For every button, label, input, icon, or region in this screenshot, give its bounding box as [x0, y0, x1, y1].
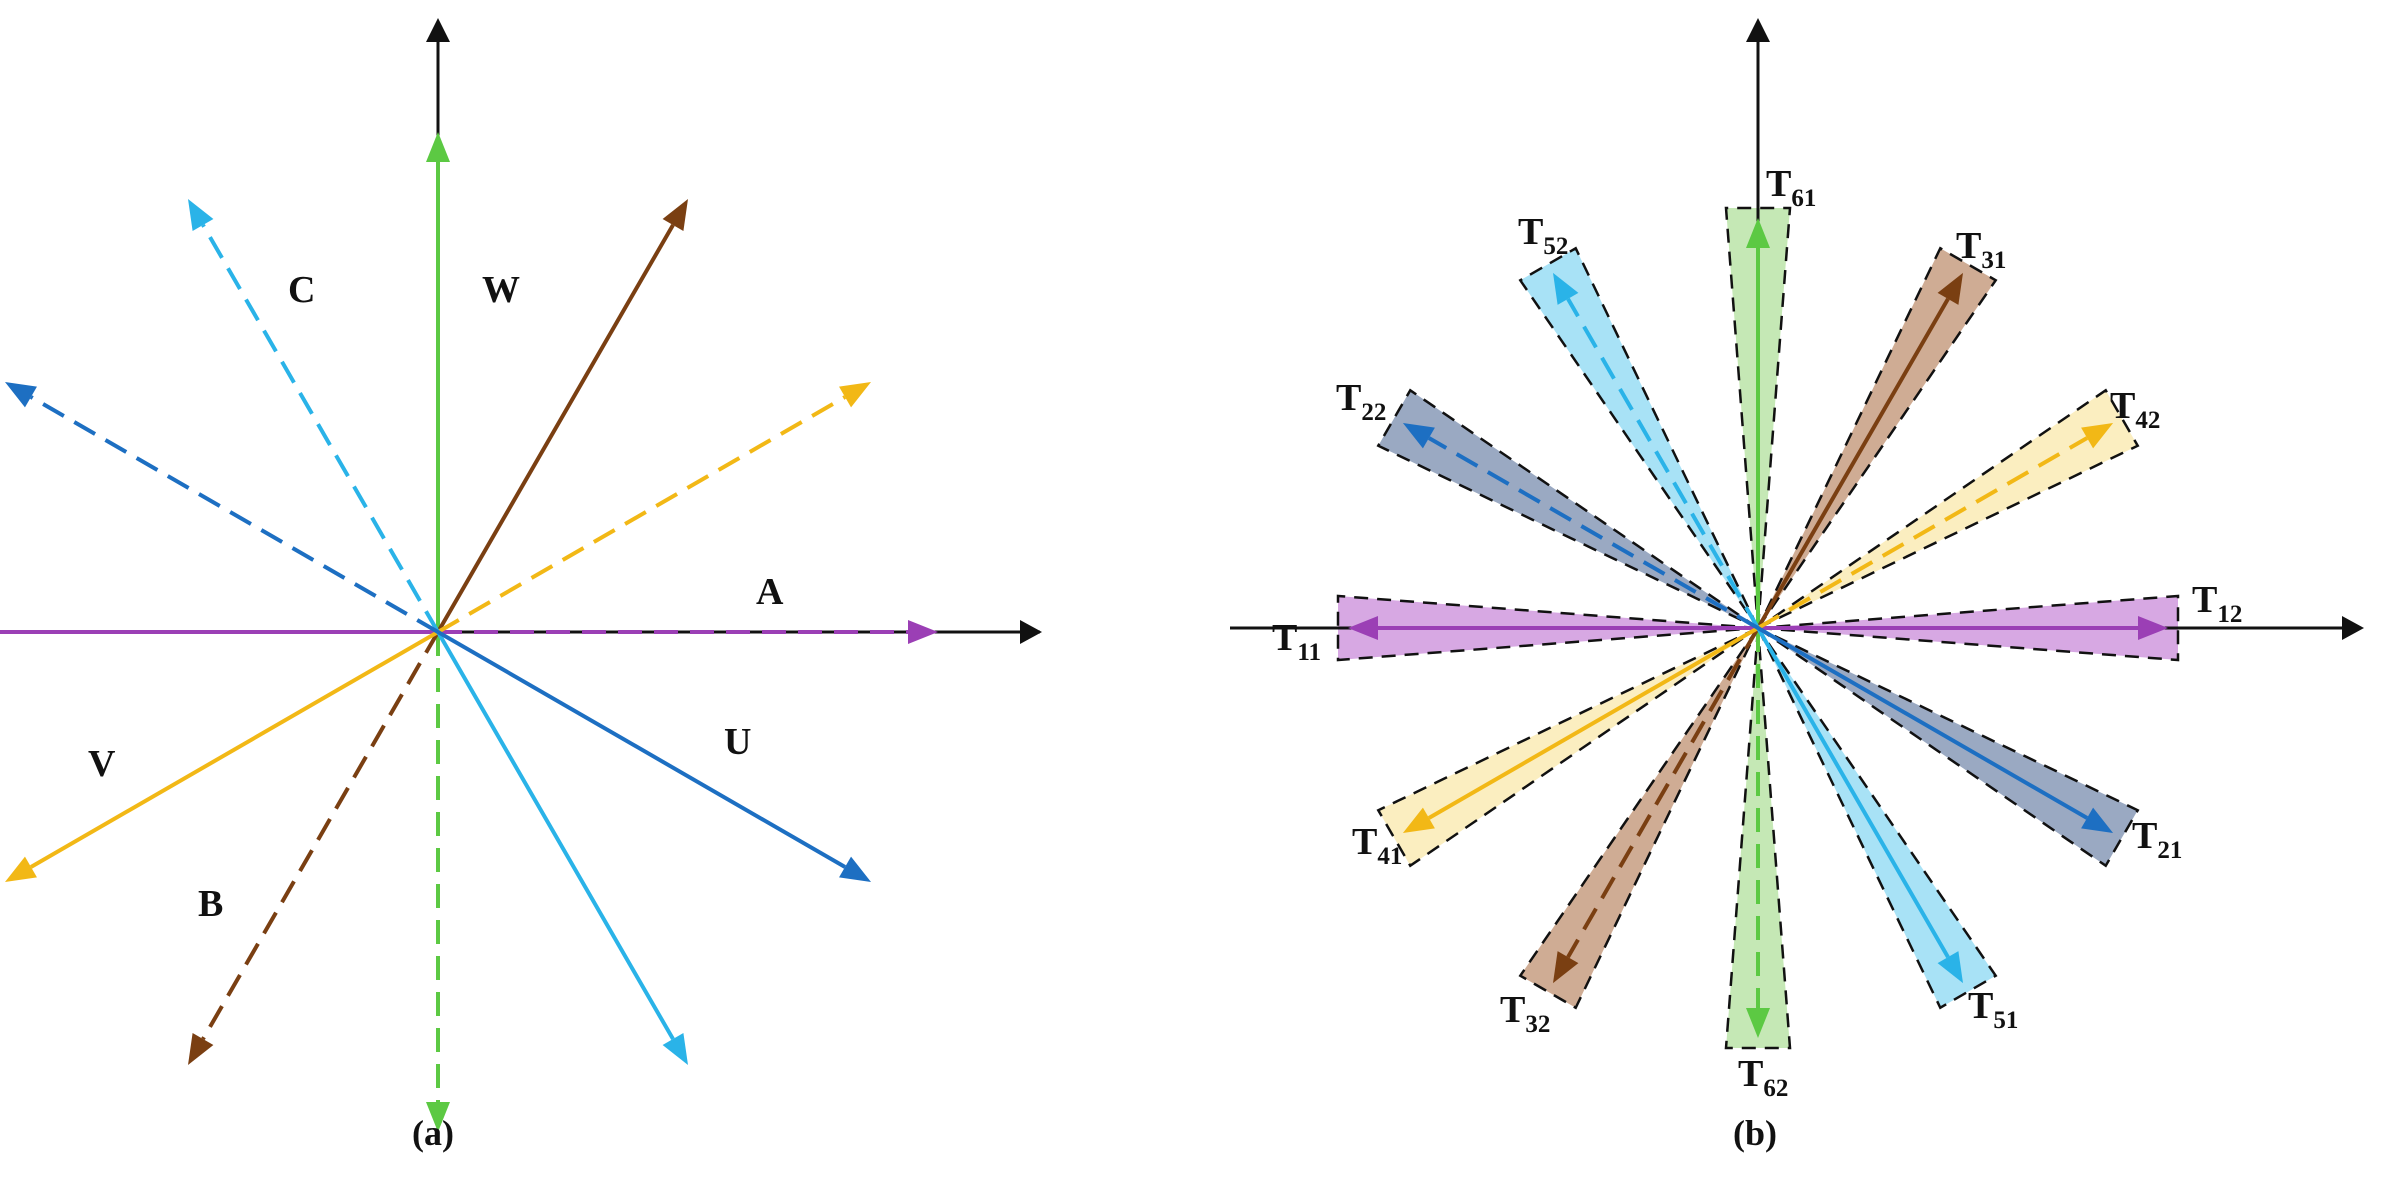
panel-b-sectors — [1336, 206, 2180, 1050]
panel-a-w-dashed-arrowhead — [426, 1102, 450, 1132]
label-t31: T31 — [1956, 225, 2006, 274]
vector-t41-vector-line — [1427, 626, 1760, 820]
panel-a-blue-dashed-vector-line — [29, 395, 439, 634]
panel-a-c-arrowhead — [188, 198, 214, 231]
panel-a-x-axis-arrowhead — [1020, 620, 1042, 644]
label-t22: T22 — [1336, 377, 1386, 426]
label-t61: T61 — [1766, 163, 1816, 212]
panel-b-x-axis-arrowhead — [2342, 616, 2364, 640]
label-t32: T32 — [1500, 989, 1550, 1038]
panel-b-vectors — [1348, 218, 2168, 1038]
label-t52: T52 — [1518, 211, 1568, 260]
panel-a-y-axis-arrowhead — [426, 18, 450, 42]
panel-a-yellow-dashed-arrowhead — [839, 382, 872, 408]
label-t62: T62 — [1738, 1053, 1788, 1102]
label-a: A — [756, 571, 784, 613]
label-t42: T42 — [2110, 385, 2160, 434]
panel-a-v-vector-line — [29, 630, 439, 869]
panel-a-a-arrowhead — [908, 620, 938, 644]
label-t41: T41 — [1352, 821, 1402, 870]
panel-a-u-vector-line — [436, 630, 847, 869]
label-v: V — [88, 743, 116, 785]
vector-t31-arrowhead — [1937, 272, 1963, 305]
panel-a-cyan-solid-arrowhead — [662, 1033, 688, 1066]
panel-a-cyan-solid-vector-line — [436, 631, 675, 1041]
sector-t42 — [1757, 388, 2140, 630]
panel-a-brown-solid-arrowhead — [662, 198, 688, 231]
panel-a-w-arrowhead — [426, 132, 450, 162]
vector-t32-vector-line — [1566, 627, 1760, 959]
sector-t32 — [1518, 627, 1760, 1010]
panel-a-c-vector-line — [201, 223, 440, 634]
vector-t52-vector-line — [1566, 297, 1760, 629]
label-b: B — [198, 883, 223, 925]
sector-t21 — [1757, 626, 2140, 868]
vector-t31-vector-line — [1756, 297, 1950, 629]
vector-t51-vector-line — [1756, 627, 1950, 959]
sector-t31 — [1756, 246, 1998, 629]
panel-b-caption: (b) — [1733, 1113, 1777, 1153]
vector-t42-arrowhead — [2081, 423, 2114, 449]
vector-t22-vector-line — [1427, 436, 1760, 630]
panel-a-caption: (a) — [412, 1113, 454, 1153]
panel-a-vectors — [0, 132, 938, 1132]
vector-t52-arrowhead — [1553, 272, 1579, 305]
label-c: C — [288, 269, 315, 311]
vector-t21-vector-line — [1756, 626, 2089, 820]
panel-a-b-arrowhead — [188, 1033, 214, 1066]
label-t11: T11 — [1272, 617, 1321, 666]
panel-a: A W B V C U (a) — [0, 18, 1042, 1153]
vector-t42-vector-line — [1756, 436, 2089, 630]
sector-t52 — [1518, 246, 1760, 629]
sector-t62 — [1724, 627, 1792, 1050]
panel-a-blue-dashed-arrowhead — [4, 382, 37, 408]
vector-t51-arrowhead — [1937, 951, 1963, 984]
vector-t12-arrowhead — [2138, 616, 2168, 640]
label-t12: T12 — [2192, 579, 2242, 628]
label-w: W — [482, 269, 520, 311]
panel-a-labels: A W B V C U — [88, 269, 784, 925]
panel-b: T12 T11 T61 T62 T31 T32 T42 T41 T52 T51 … — [1230, 18, 2364, 1153]
panel-a-v-arrowhead — [4, 856, 37, 882]
panel-a-brown-solid-vector-line — [436, 223, 675, 634]
vector-t61-arrowhead — [1746, 218, 1770, 248]
vector-t21-arrowhead — [2081, 807, 2114, 833]
vector-t41-arrowhead — [1402, 807, 1435, 833]
vector-t22-arrowhead — [1402, 423, 1435, 449]
panel-b-y-axis-arrowhead — [1746, 18, 1770, 42]
label-u: U — [724, 721, 751, 763]
panel-b-labels: T12 T11 T61 T62 T31 T32 T42 T41 T52 T51 … — [1272, 163, 2242, 1102]
vector-t32-arrowhead — [1553, 951, 1579, 984]
vector-t11-arrowhead — [1348, 616, 1378, 640]
sector-t22 — [1376, 388, 1759, 630]
label-t21: T21 — [2132, 815, 2182, 864]
panel-a-yellow-dashed-vector-line — [436, 395, 847, 634]
panel-a-b-vector-line — [201, 631, 440, 1041]
sector-t41 — [1376, 626, 1759, 868]
vector-t62-arrowhead — [1746, 1008, 1770, 1038]
sector-t51 — [1756, 627, 1998, 1010]
panel-a-u-arrowhead — [839, 856, 872, 882]
label-t51: T51 — [1968, 985, 2018, 1034]
